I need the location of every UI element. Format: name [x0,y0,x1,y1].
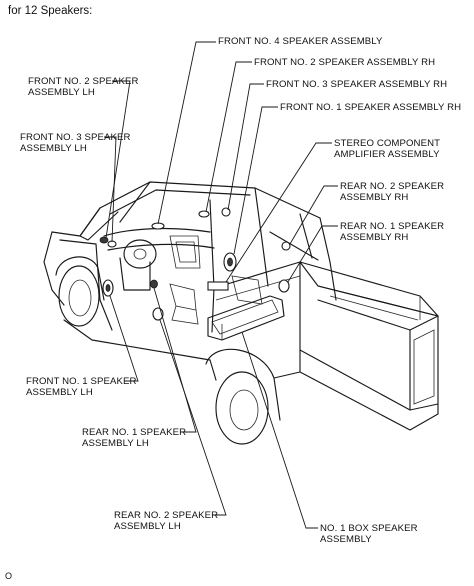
leader-rear-no1-rh [287,225,338,283]
front-no2-lh-speaker-marker [99,236,109,244]
leader-front-no2-rh [205,61,252,213]
front-no1-rh-speaker-center [227,257,233,267]
front-no3-rh-speaker-marker [221,207,231,217]
speaker-markers [99,207,291,321]
label-rear-no1-speaker-rh: REAR NO. 1 SPEAKER ASSEMBLY RH [340,221,445,243]
leader-lines [104,41,338,529]
leader-front-no1-lh [109,295,139,382]
leader-front-no1-rh [233,106,278,255]
stereo-amplifier-marker [207,281,229,291]
label-front-no2-speaker-rh: FRONT NO. 2 SPEAKER ASSEMBLY RH [254,57,436,68]
label-front-no4-speaker: FRONT NO. 4 SPEAKER ASSEMBLY [218,36,383,47]
leader-front-no4 [157,41,216,225]
leader-rear-no2-lh [159,319,227,516]
label-rear-no2-speaker-rh: REAR NO. 2 SPEAKER ASSEMBLY RH [340,181,445,203]
label-rear-no1-speaker-lh: REAR NO. 1 SPEAKER ASSEMBLY LH [82,427,187,449]
front-no2-rh-speaker-marker [198,210,210,218]
label-box-speaker: NO. 1 BOX SPEAKER ASSEMBLY [320,523,418,545]
leader-rear-no1-lh [153,287,197,433]
label-rear-no2-speaker-lh: REAR NO. 2 SPEAKER ASSEMBLY LH [114,510,219,532]
reference-code: O [5,571,13,581]
leader-front-no3-lh [104,136,117,243]
label-front-no3-speaker-lh: FRONT NO. 3 SPEAKER ASSEMBLY LH [20,132,131,154]
truck-body [43,181,439,445]
rear-no1-rh-speaker-marker [278,279,290,293]
leader-front-no3-rh [227,83,264,211]
diagram-heading: for 12 Speakers: [8,5,93,17]
label-stereo-amplifier: STEREO COMPONENT AMPLIFIER ASSEMBLY [334,138,441,160]
leader-front-no2-lh [105,80,131,239]
rear-no2-rh-speaker-marker [281,241,291,251]
label-front-no1-speaker-rh: FRONT NO. 1 SPEAKER ASSEMBLY RH [280,102,462,113]
label-front-no2-speaker-lh: FRONT NO. 2 SPEAKER ASSEMBLY LH [28,76,139,98]
leader-stereo-amp [225,142,332,283]
rear-no1-lh-speaker-marker [150,279,158,289]
leader-box-speaker [241,331,318,529]
front-no1-lh-speaker-center [105,284,111,292]
leader-rear-no2-rh [289,185,338,245]
label-front-no3-speaker-rh: FRONT NO. 3 SPEAKER ASSEMBLY RH [266,79,448,90]
label-front-no1-speaker-lh: FRONT NO. 1 SPEAKER ASSEMBLY LH [26,376,137,398]
